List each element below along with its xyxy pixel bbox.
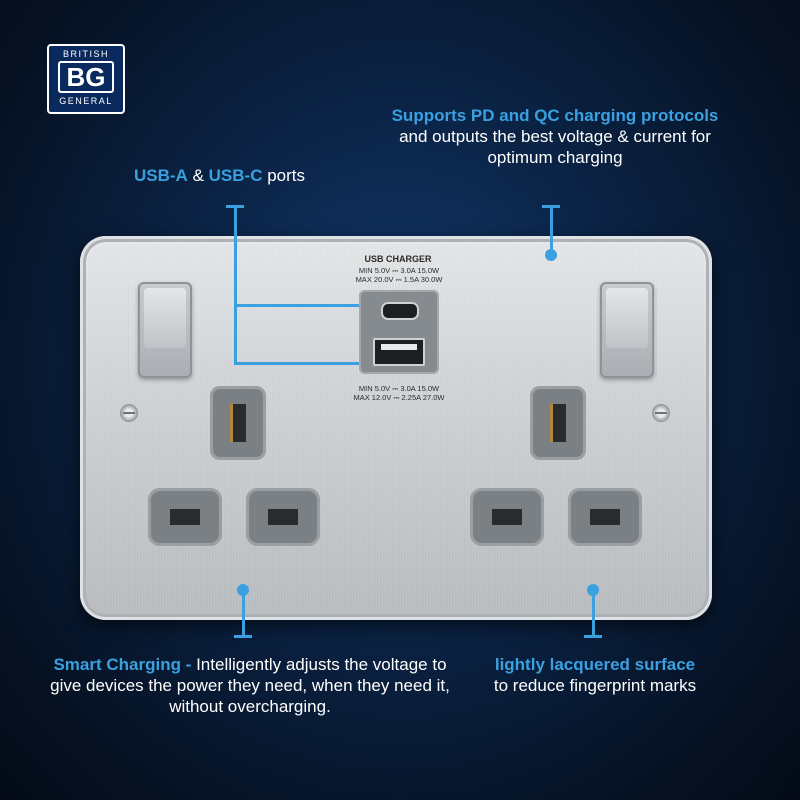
logo-top-text: BRITISH — [62, 49, 109, 59]
logo-bottom-text: GENERAL — [59, 96, 113, 106]
usb-c-spec-max: MAX 20.0V ⎓ 1.5A 30.0W — [355, 275, 443, 284]
left-rocker-switch — [138, 282, 192, 378]
caption-ports-rest: ports — [262, 166, 306, 185]
left-live-pin-socket — [148, 488, 222, 546]
right-rocker-switch — [600, 282, 654, 378]
caption-ports: USB-A & USB-C ports — [134, 165, 305, 186]
caption-ports-usba: USB-A — [134, 166, 188, 185]
british-general-logo: BRITISH BG GENERAL — [47, 44, 125, 114]
caption-pd-highlight: Supports PD and QC charging protocols — [391, 106, 719, 125]
right-earth-pin-socket — [530, 386, 586, 460]
right-neutral-pin-socket — [568, 488, 642, 546]
caption-ports-usbc: USB-C — [208, 166, 263, 185]
usb-module — [359, 290, 439, 374]
socket-faceplate: USB CHARGER MIN 5.0V ⎓ 3.0A 15.0W MAX 20… — [80, 236, 712, 620]
left-earth-pin-socket — [210, 386, 266, 460]
right-screw — [652, 404, 670, 422]
logo-mark: BG — [58, 61, 114, 93]
usb-c-port — [381, 302, 419, 320]
caption-lacquer-rest: to reduce fingerprint marks — [493, 676, 697, 695]
caption-lacquer: lightly lacquered surface to reduce fing… — [490, 654, 700, 696]
left-neutral-pin-socket — [246, 488, 320, 546]
usb-a-spec-max: MAX 12.0V ⎓ 2.25A 27.0W — [353, 393, 445, 402]
usb-a-port — [373, 338, 425, 366]
usb-a-spec-min: MIN 5.0V ⎓ 3.0A 15.0W — [358, 384, 440, 393]
caption-lacquer-highlight: lightly lacquered surface — [494, 655, 696, 674]
caption-ports-and: & — [187, 166, 209, 185]
caption-pd-rest: and outputs the best voltage & current f… — [399, 127, 711, 167]
caption-smart-highlight: Smart Charging - — [53, 655, 192, 674]
usb-charger-label: USB CHARGER — [364, 254, 432, 264]
right-live-pin-socket — [470, 488, 544, 546]
caption-smart-charging: Smart Charging - Intelligently adjusts t… — [40, 654, 460, 717]
caption-smart-rest: Intelligently adjusts the voltage to giv… — [50, 655, 450, 716]
usb-c-spec-min: MIN 5.0V ⎓ 3.0A 15.0W — [358, 266, 440, 275]
left-screw — [120, 404, 138, 422]
caption-pd-qc: Supports PD and QC charging protocols an… — [380, 105, 730, 168]
